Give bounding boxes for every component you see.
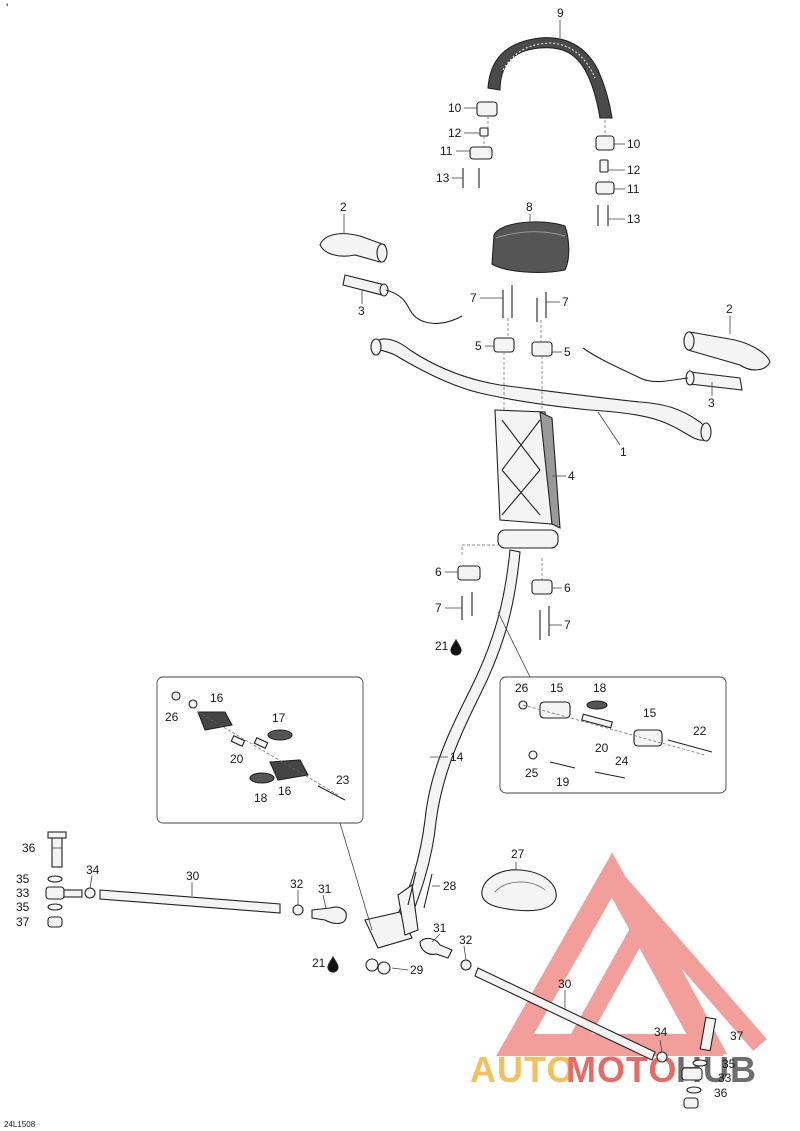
callout-35-left-top: 35: [16, 872, 30, 886]
callout-29: 29: [410, 963, 424, 977]
callout-17: 18: [593, 681, 607, 695]
callout-37-left: 37: [16, 915, 30, 929]
callout-16-top: 16: [210, 691, 224, 705]
callout-28: 28: [443, 879, 457, 893]
callout-13-left: 13: [436, 171, 450, 185]
callout-8: 8: [526, 200, 533, 214]
callout-23: 23: [336, 773, 350, 787]
callout-18-bottom: 18: [254, 791, 268, 805]
watermark-logo: [496, 852, 767, 1056]
callout-22: 22: [693, 724, 707, 738]
callout-18-top: 17: [272, 711, 286, 725]
callout-35-right-bottom: 36: [714, 1086, 728, 1100]
callout-12-left: 12: [448, 126, 462, 140]
callout-5-left: 5: [475, 339, 482, 353]
callout-34-left: 34: [86, 863, 100, 877]
callout-21-lower: 21: [312, 956, 326, 970]
callout-12-right: 12: [627, 163, 641, 177]
callout-30-left: 30: [186, 869, 200, 883]
callout-20-right: 20: [595, 741, 609, 755]
callout-24: 24: [615, 754, 629, 768]
detail-leader-right: [497, 611, 531, 678]
callout-7-upper-left: 7: [470, 291, 477, 305]
leader-lines: [52, 20, 731, 1053]
watermark-text: AUTO MOTO HUB: [470, 1049, 756, 1090]
callout-34-right: 34: [654, 1025, 668, 1039]
detail-box-left: [156, 676, 364, 824]
callout-9: 9: [557, 6, 564, 20]
callout-labels: 9 10 12 11 13 10 12 11 13 8 2 3 2 3 1 4 …: [16, 6, 744, 1100]
callout-36-left: 36: [22, 841, 36, 855]
part-upper-clamps: [493, 285, 553, 412]
callout-32-right: 32: [459, 933, 473, 947]
callout-10-right: 10: [627, 137, 641, 151]
callout-11-right: 11: [627, 182, 640, 196]
callout-2-right: 2: [726, 302, 733, 316]
part-handlebar: [370, 338, 712, 442]
part-handlebar-pad: [491, 221, 570, 273]
callout-7-lower-left: 7: [435, 601, 442, 615]
callout-30-right: 30: [558, 977, 572, 991]
part-grip-left: [319, 233, 388, 263]
callout-36-right: 37: [730, 1029, 744, 1043]
part-cover-27: [481, 869, 557, 912]
watermark-text-part1: AUTO: [470, 1049, 575, 1090]
callout-31-left: 31: [318, 882, 332, 896]
callout-13-right: 13: [627, 212, 641, 226]
callout-35-left-bottom: 35: [16, 900, 30, 914]
part-grip-handle: [487, 37, 613, 119]
part-heater-right: [582, 347, 743, 391]
part-heater-left: [342, 274, 463, 324]
part-tie-rod-left: [45, 831, 347, 928]
part-riser: [494, 409, 561, 529]
callout-25: 25: [525, 766, 539, 780]
callout-14: 14: [450, 750, 464, 764]
part-steering-column: [364, 529, 559, 975]
detail-box-right: [499, 676, 727, 794]
callout-15-right: 15: [643, 706, 657, 720]
callout-7-upper-right: 7: [562, 295, 569, 309]
corner-mark: ': [6, 1, 8, 15]
lubricant-drop-icon: [450, 638, 462, 656]
callout-5-right: 5: [564, 345, 571, 359]
callout-27: 27: [511, 847, 525, 861]
callout-32-left: 32: [290, 877, 304, 891]
callout-6-right: 6: [564, 581, 571, 595]
lubricant-drop-icon: [327, 955, 339, 973]
callout-26-right: 26: [515, 681, 529, 695]
diagram-code: 24L1508: [4, 1120, 36, 1129]
callout-4: 4: [568, 469, 575, 483]
callout-7-lower-right: 7: [564, 618, 571, 632]
detail-leader-left: [339, 822, 373, 931]
part-tie-rod-right: [419, 937, 717, 1109]
callout-21-upper: 21: [435, 639, 449, 653]
callout-6-left: 6: [435, 565, 442, 579]
callout-1: 1: [620, 445, 627, 459]
part-clamp-top-left: [462, 101, 498, 188]
callout-3-left: 3: [358, 304, 365, 318]
callout-26-left: 26: [165, 710, 179, 724]
callout-33-left: 33: [16, 886, 30, 900]
callout-35-right-top: 35: [722, 1057, 736, 1071]
callout-10-left: 10: [448, 101, 462, 115]
callout-2-left: 2: [340, 200, 347, 214]
callout-11-left: 11: [440, 144, 453, 158]
part-bolts-28: [407, 871, 433, 909]
callout-15-left: 15: [550, 681, 564, 695]
callout-33-right: 33: [718, 1071, 732, 1085]
part-lower-clamps: [457, 544, 553, 640]
callout-19: 19: [556, 775, 570, 789]
part-grip-right: [683, 331, 771, 371]
callout-31-right: 31: [433, 921, 447, 935]
callout-3-right: 3: [708, 396, 715, 410]
callout-16-bottom: 16: [278, 784, 292, 798]
callout-20-left: 20: [230, 752, 244, 766]
part-clamp-top-right: [595, 120, 615, 226]
